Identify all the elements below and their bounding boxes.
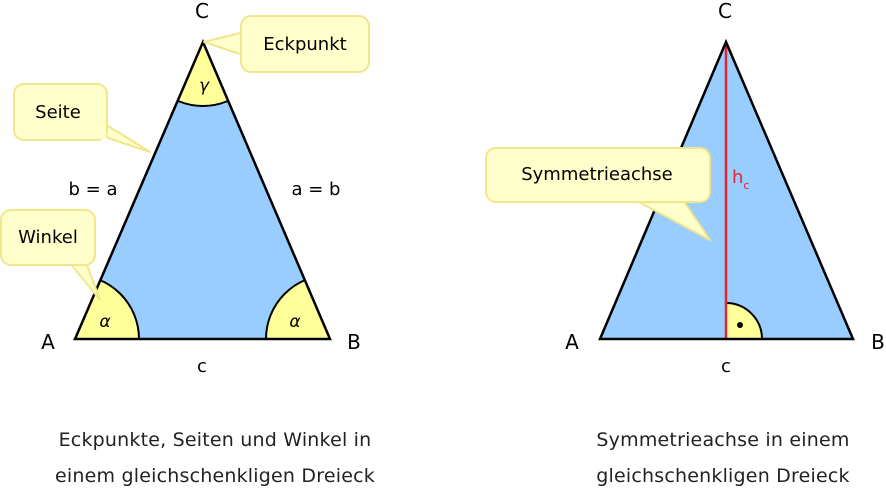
callout-vertex-text: Eckpunkt — [263, 34, 346, 55]
angle-alpha-right: α — [289, 312, 300, 332]
right-caption-line2: gleichschenkligen Dreieck — [596, 465, 850, 487]
side-label-right: a = b — [292, 179, 341, 200]
angle-arc-a — [75, 274, 140, 339]
callout-vertex: Eckpunkt — [203, 15, 370, 73]
callout-symmetry: Symmetrieachse — [485, 147, 711, 241]
vertex-label-c: C — [195, 0, 209, 23]
left-triangle-outline — [73, 38, 332, 341]
left-caption-line1: Eckpunkte, Seiten und Winkel in — [58, 429, 372, 451]
callout-side: Seite — [13, 83, 151, 153]
side-label-left: b = a — [69, 179, 118, 200]
height-label: hc — [732, 167, 749, 192]
left-caption-line2: einem gleichschenkligen Dreieck — [55, 465, 375, 487]
right-figure: hc A B C c Symmetrieachse — [485, 0, 885, 377]
callout-symmetry-text: Symmetrieachse — [521, 164, 673, 185]
left-triangle — [75, 42, 330, 339]
left-figure: α α γ A B C c b = a a = b Eckpunkt Seite… — [0, 0, 370, 377]
left-caption: Eckpunkte, Seiten und Winkel in einem gl… — [20, 422, 410, 494]
vertex-label-c-right: C — [718, 0, 732, 23]
vertex-label-b: B — [347, 330, 361, 354]
right-angle-marker — [725, 301, 764, 339]
callout-angle-text: Winkel — [18, 227, 78, 248]
vertex-label-a: A — [41, 330, 55, 354]
right-angle-dot — [737, 322, 743, 328]
side-label-base-right: c — [721, 356, 731, 377]
callout-side-text: Seite — [35, 102, 81, 123]
angle-gamma: γ — [199, 76, 210, 96]
vertex-label-b-right: B — [871, 330, 885, 354]
side-label-base: c — [197, 356, 207, 377]
angle-alpha-left: α — [99, 312, 110, 332]
callout-angle: Winkel — [0, 209, 101, 301]
vertex-label-a-right: A — [565, 330, 579, 354]
right-caption-line1: Symmetrieachse in einem — [596, 429, 850, 451]
right-caption: Symmetrieachse in einem gleichschenklige… — [560, 422, 886, 494]
angle-arc-b — [265, 274, 330, 339]
